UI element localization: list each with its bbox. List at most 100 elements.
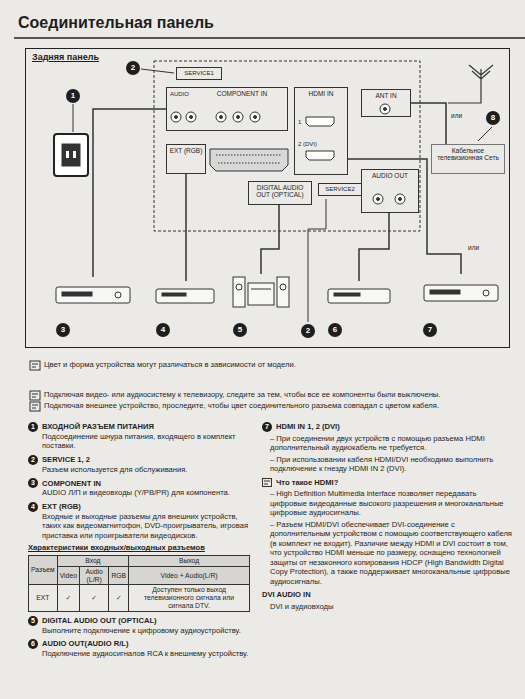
cable [359, 213, 389, 281]
section-number: 6 [28, 639, 38, 649]
devices [280, 284, 286, 290]
section-heading: 3COMPONENT IN [28, 478, 250, 488]
antenna [448, 93, 481, 103]
section-body: Подсоединение шнура питания, входящего в… [28, 432, 250, 451]
connector-box: HDMI IN12 (DVI) [294, 87, 348, 175]
device: 6 [326, 281, 392, 337]
power-socket [54, 134, 88, 176]
note-text: Подключая видео- или аудиосистему к теле… [44, 390, 510, 399]
connector-box: SERVICE2 [318, 183, 362, 196]
bullet-text: – Разъем HDMI/DVI обеспечивает DVI-соеди… [262, 520, 512, 586]
section-number: 1 [28, 422, 38, 432]
hdmi-ports [306, 151, 334, 160]
section-title: DIGITAL AUDIO OUT (OPTICAL) [42, 616, 157, 625]
callout-number: 5 [233, 323, 247, 337]
leader-lines [73, 104, 74, 132]
connector-box: EXT (RGB) [166, 144, 206, 174]
leader-lines [73, 69, 492, 322]
section-title: AUDIO OUT(AUDIO R/L) [42, 639, 128, 648]
table-cell: Выход [129, 555, 250, 566]
note-icons [30, 391, 40, 400]
connector-label: SERVICE1 [178, 70, 220, 77]
note-icons [32, 405, 38, 408]
panel-heading: Задняя панель [32, 52, 99, 62]
note-text: Подключая внешнее устройство, проследите… [44, 401, 510, 410]
note-icons [30, 361, 40, 370]
hdmi-ports [306, 117, 334, 160]
section-title: EXT (RGB) [42, 502, 81, 511]
callout-number: 2 [126, 61, 140, 75]
back-panel-art [54, 61, 498, 322]
cable [261, 205, 279, 274]
component-jacks [171, 112, 260, 122]
table-cell: Вход [57, 555, 128, 566]
devices [156, 289, 214, 303]
section-number: 2 [28, 455, 38, 465]
cable [185, 174, 187, 281]
table-cell: RGB [109, 566, 129, 585]
cable [411, 103, 446, 144]
section-heading: Что такое HDMI? [262, 478, 512, 487]
devices [248, 283, 274, 305]
signal-label: AUDIO [170, 91, 189, 97]
devices [115, 292, 121, 298]
section-body: Выполните подключение к цифровому аудиоу… [28, 626, 250, 635]
bullet-text: – При использовании кабеля HDMI/DVI необ… [262, 455, 512, 474]
callout-number: 4 [156, 323, 170, 337]
note-icon [263, 479, 272, 487]
connector-label: ANT IN [363, 92, 409, 99]
table-cell: Audio (L/R) [79, 566, 108, 585]
connector-box: ANT IN [361, 89, 411, 117]
antenna [469, 65, 493, 93]
devices [236, 284, 242, 290]
connector-label: AUDIO OUT [363, 172, 417, 179]
callout-number: 3 [56, 323, 70, 337]
callout-number: 1 [66, 89, 80, 103]
scart-socket [210, 149, 288, 171]
tv-panel-outline [154, 61, 420, 231]
connector-box: Кабельное телевизионная Сеть [431, 144, 505, 174]
page-title: Соединительная панель [18, 14, 214, 32]
section-title: HDMI IN 1, 2 (DVI) [276, 422, 340, 431]
table-cell: Video [57, 566, 79, 585]
table-cell: ✓ [109, 585, 129, 611]
antenna-jack [380, 104, 390, 114]
component-jacks [220, 116, 223, 119]
section-body: Подключение аудиосигналов RCA к внешнему… [28, 649, 250, 658]
note-icons [30, 402, 40, 411]
devices [56, 287, 130, 303]
note-icon [264, 481, 270, 484]
note-icon [262, 478, 272, 487]
callout-number: 2 [301, 324, 315, 338]
section-number: 5 [28, 616, 38, 626]
devices [162, 293, 186, 296]
section-heading: 1ВХОДНОЙ РАЗЪЕМ ПИТАНИЯ [28, 422, 250, 432]
section-number: 7 [262, 422, 272, 432]
alternative-note: или [450, 113, 463, 120]
device: 3 [54, 277, 132, 337]
component-jacks [190, 116, 193, 119]
component-jacks [186, 112, 196, 122]
section-title: SERVICE 1, 2 [42, 455, 90, 464]
power-socket [62, 144, 80, 166]
cable [93, 109, 166, 277]
connector-box: COMPONENT INAUDIO [166, 87, 288, 131]
devices [424, 285, 498, 301]
connector-box: DIGITAL AUDIO OUT (OPTICAL) [248, 181, 312, 205]
bullet-text: – При соединении двух устройств с помощь… [262, 434, 512, 453]
audio-out-jacks [395, 194, 405, 204]
section-heading: 5 DIGITAL AUDIO OUT (OPTICAL) [28, 616, 250, 626]
power-socket [73, 151, 76, 158]
audio-out-jacks [377, 198, 380, 201]
devices [251, 289, 271, 290]
section-body: Разъем используется для обслуживания. [28, 465, 250, 474]
port-number: 1 [298, 119, 301, 125]
component-jacks [216, 112, 226, 122]
devices [334, 293, 360, 296]
section-heading: 2 SERVICE 1, 2 [28, 455, 250, 465]
component-jacks [250, 112, 260, 122]
power-socket [54, 134, 88, 176]
hdmi-ports [306, 117, 334, 126]
table-caption: Характеристики входных/выходных разъемов [28, 543, 250, 552]
section-title: COMPONENT IN [42, 479, 101, 488]
